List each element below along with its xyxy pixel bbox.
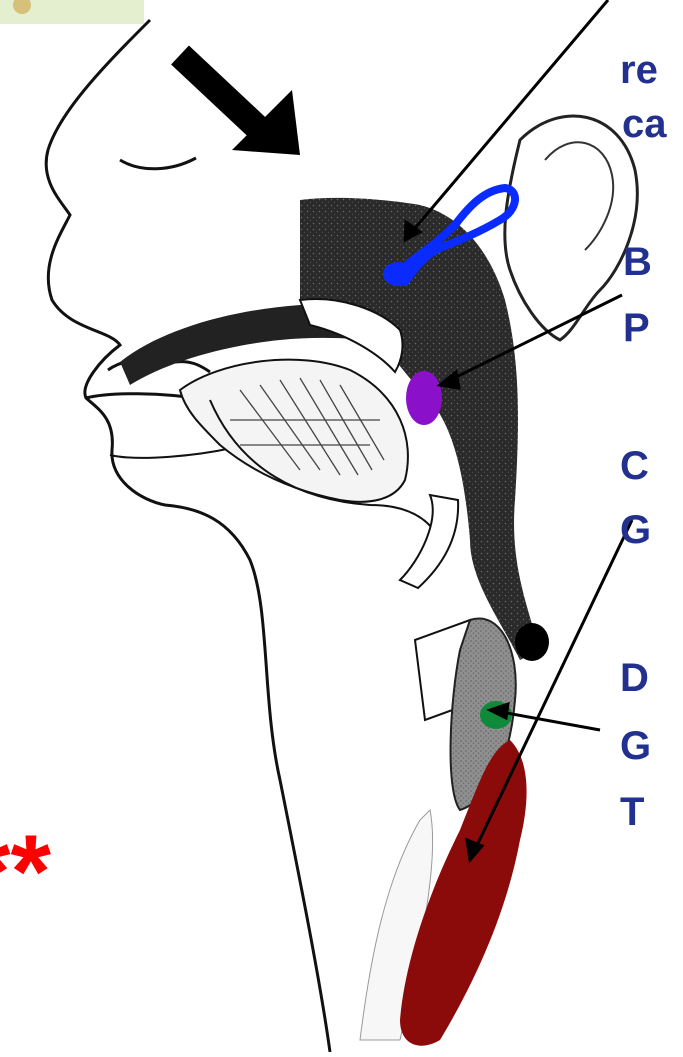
label-c-line1: C [620,442,649,490]
label-d-line1: D [620,654,649,702]
tube-opening [383,262,413,286]
label-a-line2: ca [622,100,667,148]
tongue [180,360,408,502]
small-black-node [515,623,549,661]
label-d-line3: T [620,788,644,836]
eyelid [120,158,196,169]
label-c-line2: G [620,506,651,554]
epiglottis [400,495,458,588]
arrow-icon [180,55,300,155]
label-a-line1: re [620,46,658,94]
ear [505,116,637,340]
chin-line [110,448,232,458]
red-asterisks: ** [0,820,51,924]
label-b-line1: B [623,238,652,286]
face-profile [46,20,330,1052]
label-d-line2: G [620,722,651,770]
nasopharynx-marker [406,371,442,425]
label-b-line2: P [623,304,650,352]
